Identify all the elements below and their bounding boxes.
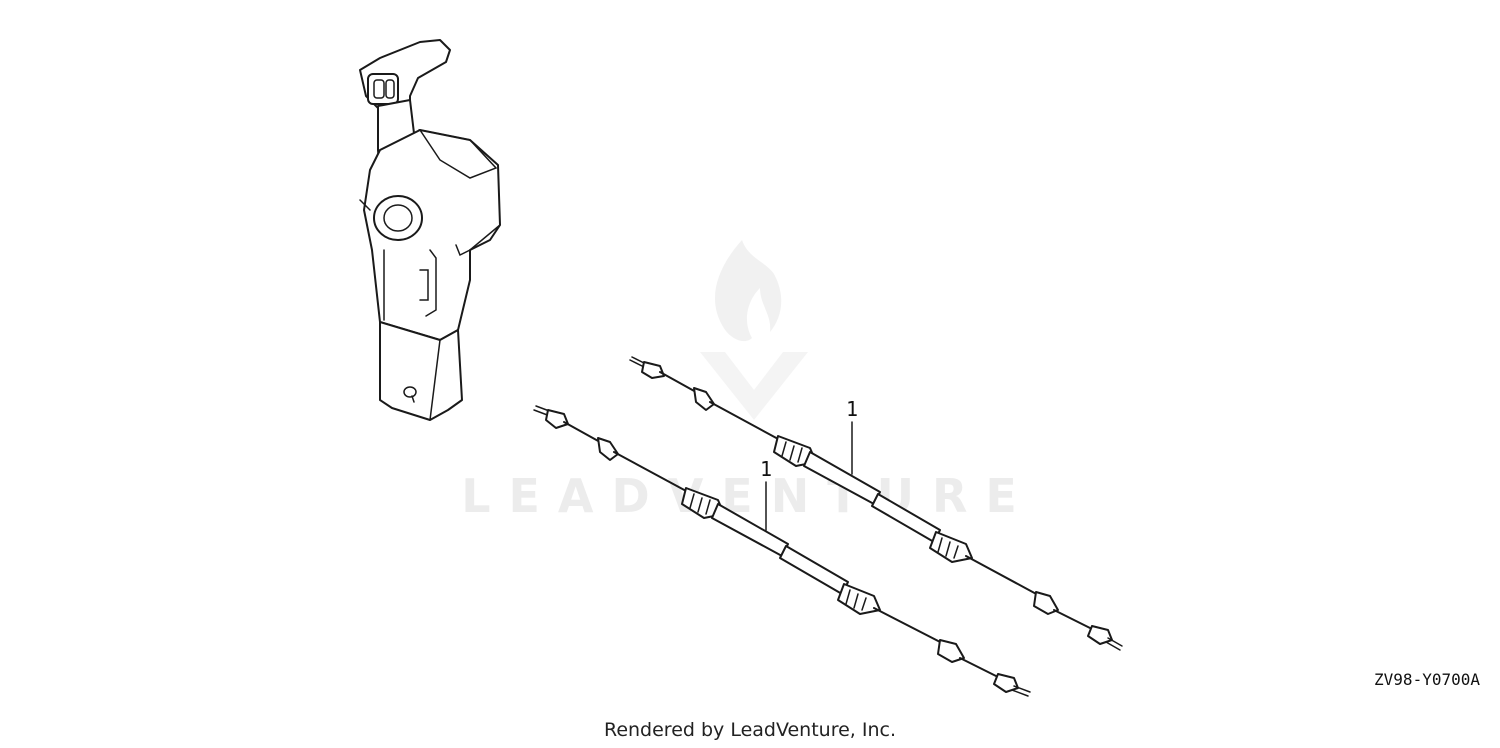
remote-control-box-illustration [359, 39, 501, 421]
watermark-logo [700, 240, 808, 420]
callout-lower-label: 1 [760, 457, 772, 481]
render-credit-footer: Rendered by LeadVenture, Inc. [604, 719, 896, 741]
figure-code: ZV98-Y0700A [1374, 670, 1480, 689]
watermark-text: LEADVENTURE [461, 469, 1035, 523]
throttle-cable-upper [629, 356, 1123, 651]
callout-upper-label: 1 [846, 397, 858, 421]
callout-upper: 1 [846, 397, 858, 475]
callout-lower: 1 [760, 457, 772, 531]
shift-cable-lower [533, 405, 1031, 697]
